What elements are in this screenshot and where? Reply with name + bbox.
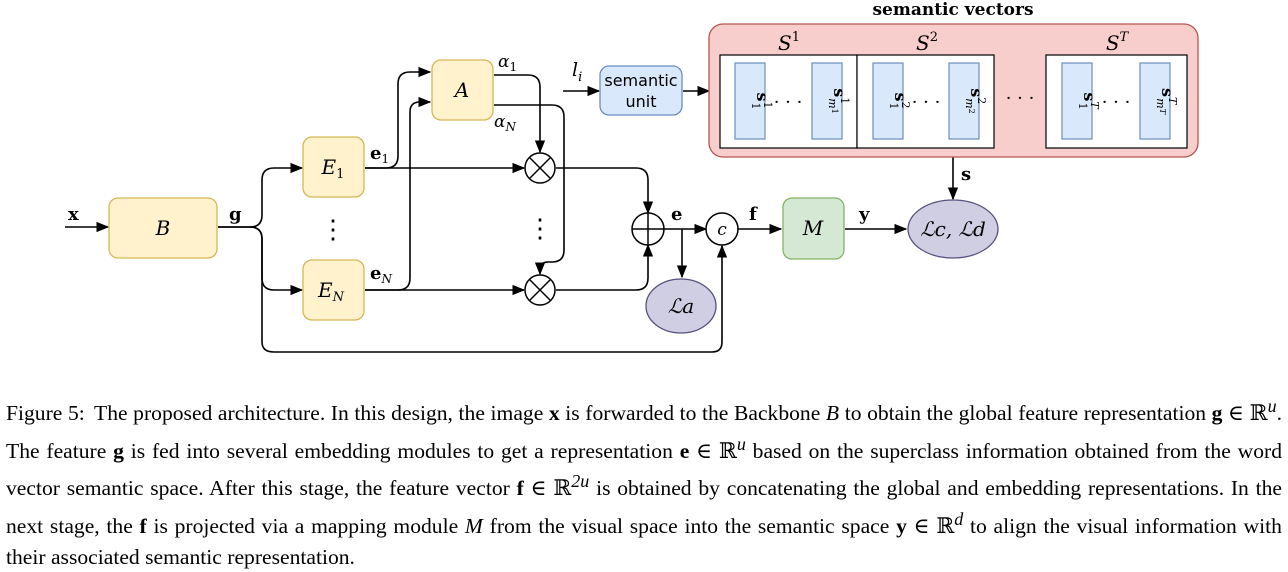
vector-st-last: sTmT <box>1154 88 1179 115</box>
semantic-unit-line2: unit <box>626 92 657 111</box>
caption-symbol-x: x <box>548 401 560 426</box>
loss-a-label: ℒa <box>668 294 694 318</box>
caption-math: ∈ ℝ <box>696 438 737 463</box>
label-alphan: αN <box>494 112 516 134</box>
caption-text: is fed into several embedding modules to… <box>130 438 673 463</box>
semantic-set-1-label: S1 <box>778 30 800 55</box>
caption-text: is projected via a mapping module <box>153 514 459 539</box>
architecture-diagram: B E1 EN ⋮ A ⋮ c M <box>65 0 1199 353</box>
connectors <box>65 66 959 353</box>
semantic-set-t-label: ST <box>1106 30 1130 55</box>
attention-node: A <box>431 59 494 121</box>
label-e: e <box>671 204 682 225</box>
semantic-unit-node: semantic unit <box>599 65 683 116</box>
backbone-label: B <box>155 216 171 240</box>
semantic-set-t: ST sT1 · · · sTmT <box>1045 30 1188 149</box>
label-y: y <box>858 204 870 225</box>
concat-label: c <box>717 220 727 240</box>
semantic-set-1: S1 s11 · · · s1m1 <box>719 30 858 149</box>
caption-text: from the visual space into the semantic … <box>489 514 890 539</box>
vector-s1-last: s1m1 <box>826 88 851 114</box>
caption-text: is obtained by concatenating the global … <box>6 476 1283 539</box>
vector-s1-dots: · · · <box>774 92 803 113</box>
label-s: s <box>961 164 971 185</box>
caption-symbol-g: g <box>113 438 124 463</box>
caption-text: The proposed architecture. In this desig… <box>94 401 544 426</box>
label-en: eN <box>370 263 392 286</box>
caption-math-sup: u <box>736 433 746 454</box>
embedding-module-1: E1 <box>302 136 365 198</box>
embedding-vdots: ⋮ <box>320 215 346 245</box>
caption-math-sup: u <box>1267 396 1277 416</box>
vector-st-first: sT1 <box>1076 92 1101 110</box>
sum-op <box>631 212 665 246</box>
arrow-g-to-en <box>218 226 304 296</box>
arrow-mult2-to-sum <box>556 243 654 291</box>
caption-math: ∈ ℝ <box>913 514 955 539</box>
arrow-alpha1-to-mult1 <box>494 74 546 154</box>
loss-a-node: ℒa <box>645 278 717 334</box>
concat-op: c <box>705 212 739 246</box>
embedding-module-n: EN <box>302 259 365 321</box>
caption-text: . The feature <box>6 401 1282 463</box>
semantic-sets-dots: · · · <box>1006 88 1035 109</box>
mapping-node: M <box>782 197 845 260</box>
semantic-unit-line1: semantic <box>604 71 677 90</box>
vector-s2-first: s21 <box>887 92 912 109</box>
label-x: x <box>68 204 79 225</box>
mapping-label: M <box>802 216 824 240</box>
caption-math: ∈ ℝ <box>530 476 572 501</box>
arrow-g-to-e1 <box>218 162 304 228</box>
semantic-vectors-panel: semantic vectors S1 s11 · · · s1m1 S2 s2… <box>708 0 1199 158</box>
caption-symbol-m: M <box>464 514 483 539</box>
caption-text: based on the superclass information obta… <box>6 438 1282 501</box>
arrow-e1-to-a <box>365 66 432 169</box>
caption-text: to obtain the global feature representat… <box>844 401 1207 426</box>
caption-math-sup: d <box>954 509 964 530</box>
attention-label: A <box>453 78 469 102</box>
label-g: g <box>229 204 242 225</box>
caption-symbol-b: B <box>825 401 840 426</box>
multiply-op-1 <box>524 152 556 184</box>
semantic-set-2: S2 s21 · · · s2m2 <box>856 30 995 149</box>
vector-st-dots: · · · <box>1102 92 1131 113</box>
backbone-node: B <box>108 197 218 259</box>
caption-label: Figure 5: <box>6 401 85 426</box>
caption-symbol-f: f <box>516 476 524 501</box>
label-li: li <box>572 59 582 85</box>
embedding-n-label: EN <box>317 278 345 305</box>
arrow-g-to-concat <box>249 226 728 353</box>
vector-s2-last: s2m2 <box>963 88 988 114</box>
arrow-mult1-to-sum <box>556 167 654 215</box>
figure-caption: Figure 5: The proposed architecture. In … <box>6 391 1282 572</box>
caption-text: to align the visual information with the… <box>6 514 1282 569</box>
caption-symbol-e: e <box>679 438 690 463</box>
label-alpha1: α1 <box>498 52 517 74</box>
label-e1: e1 <box>370 143 389 166</box>
caption-math-sup: 2u <box>571 471 590 492</box>
caption-math: ∈ ℝ <box>1228 401 1268 426</box>
multiply-op-2 <box>524 274 556 306</box>
caption-symbol-y: y <box>896 514 907 539</box>
loss-cd-label: ℒc, ℒd <box>920 217 986 241</box>
arrow-en-to-a <box>365 96 432 291</box>
caption-text: is forwarded to the Backbone <box>565 401 821 426</box>
label-f: f <box>749 204 758 225</box>
semantic-set-2-label: S2 <box>916 30 938 55</box>
caption-symbol-g: g <box>1211 401 1223 426</box>
vector-s2-dots: · · · <box>912 92 941 113</box>
arrow-alphan-to-mult2 <box>494 104 565 276</box>
caption-symbol-f: f <box>139 514 147 539</box>
vector-s1-first: s11 <box>749 92 774 109</box>
embedding-1-label: E1 <box>321 155 345 182</box>
loss-cd-node: ℒc, ℒd <box>907 199 999 259</box>
multiply-vdots: ⋮ <box>527 214 553 244</box>
semantic-vectors-title: semantic vectors <box>872 0 1033 20</box>
